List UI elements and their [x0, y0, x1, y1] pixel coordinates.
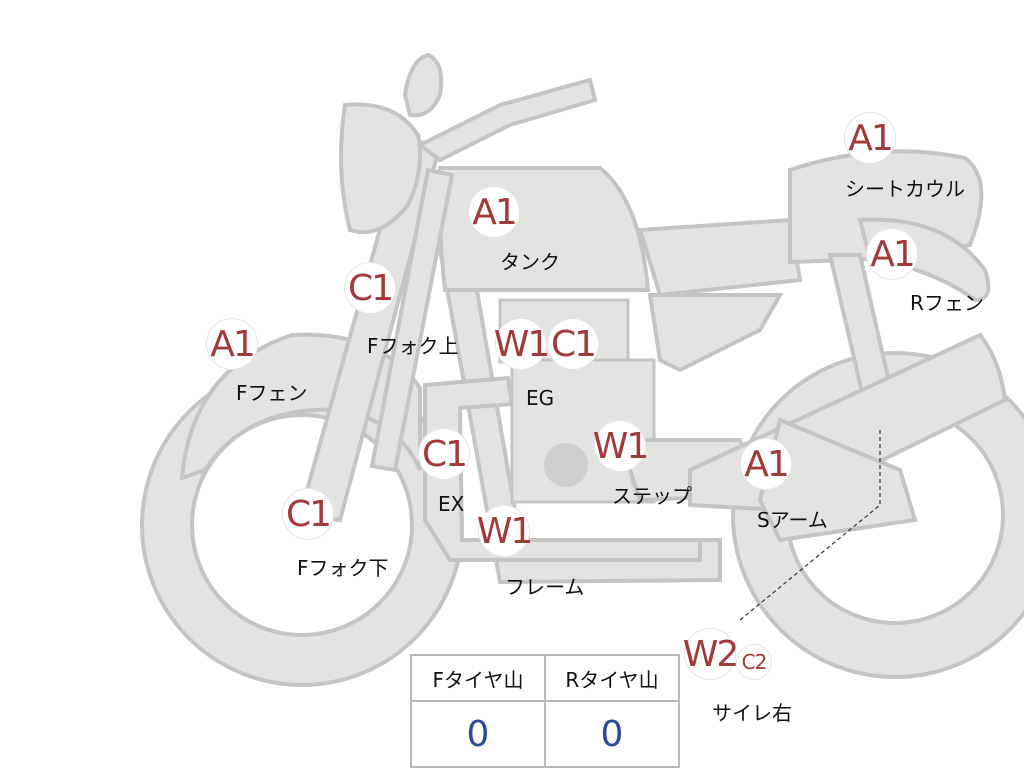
- rear-tire-header: Rタイヤ山: [544, 654, 680, 702]
- seat-cowl-label: シートカウル: [845, 177, 965, 201]
- muffler-right-label: サイレ右: [712, 701, 792, 725]
- front-fork: [297, 137, 455, 523]
- swing-arm-label: Sアーム: [757, 508, 828, 532]
- rear-tire-value[interactable]: 0: [544, 700, 680, 768]
- tank-label: タンク: [500, 250, 560, 274]
- seat-cowl-code-badge: A1: [844, 112, 896, 164]
- rear-fender-code-badge: A1: [866, 228, 918, 280]
- mirror: [402, 52, 444, 118]
- front-fender-label: Fフェン: [236, 381, 308, 405]
- muffler-right-w-code-badge: W2: [683, 628, 739, 680]
- side-panel: [647, 293, 784, 373]
- leader-line: [739, 430, 881, 621]
- engine-c-code-badge: C1: [547, 318, 599, 370]
- frame: [423, 248, 722, 585]
- fork-upper-code-badge: C1: [344, 262, 396, 314]
- step-code-badge: W1: [593, 420, 649, 472]
- headlight: [339, 102, 422, 235]
- engine-label: EG: [526, 386, 555, 410]
- rear-fender-label: Rフェン: [910, 291, 984, 315]
- step-label: ステップ: [612, 484, 692, 508]
- front-tire-header: Fタイヤ山: [410, 654, 546, 702]
- handlebar: [416, 77, 598, 163]
- frame-code-badge: W1: [477, 505, 533, 557]
- tank-code-badge: A1: [468, 186, 520, 238]
- muffler-right-c-code-badge: C2: [736, 644, 772, 680]
- swing-arm-code-badge: A1: [740, 438, 792, 490]
- exhaust-code-badge: C1: [418, 428, 470, 480]
- front-tire-value[interactable]: 0: [410, 700, 546, 768]
- fork-upper-label: Fフォク上: [367, 334, 459, 358]
- engine-w-code-badge: W1: [494, 318, 550, 370]
- exhaust-label: EX: [438, 492, 465, 516]
- fork-lower-label: Fフォク下: [297, 556, 389, 580]
- frame-label: フレーム: [505, 575, 585, 599]
- front-fender-code-badge: A1: [206, 318, 258, 370]
- side-cover: [637, 217, 803, 298]
- tire-tread-table: Fタイヤ山 Rタイヤ山 0 0: [410, 654, 680, 768]
- fork-lower-code-badge: C1: [282, 488, 334, 540]
